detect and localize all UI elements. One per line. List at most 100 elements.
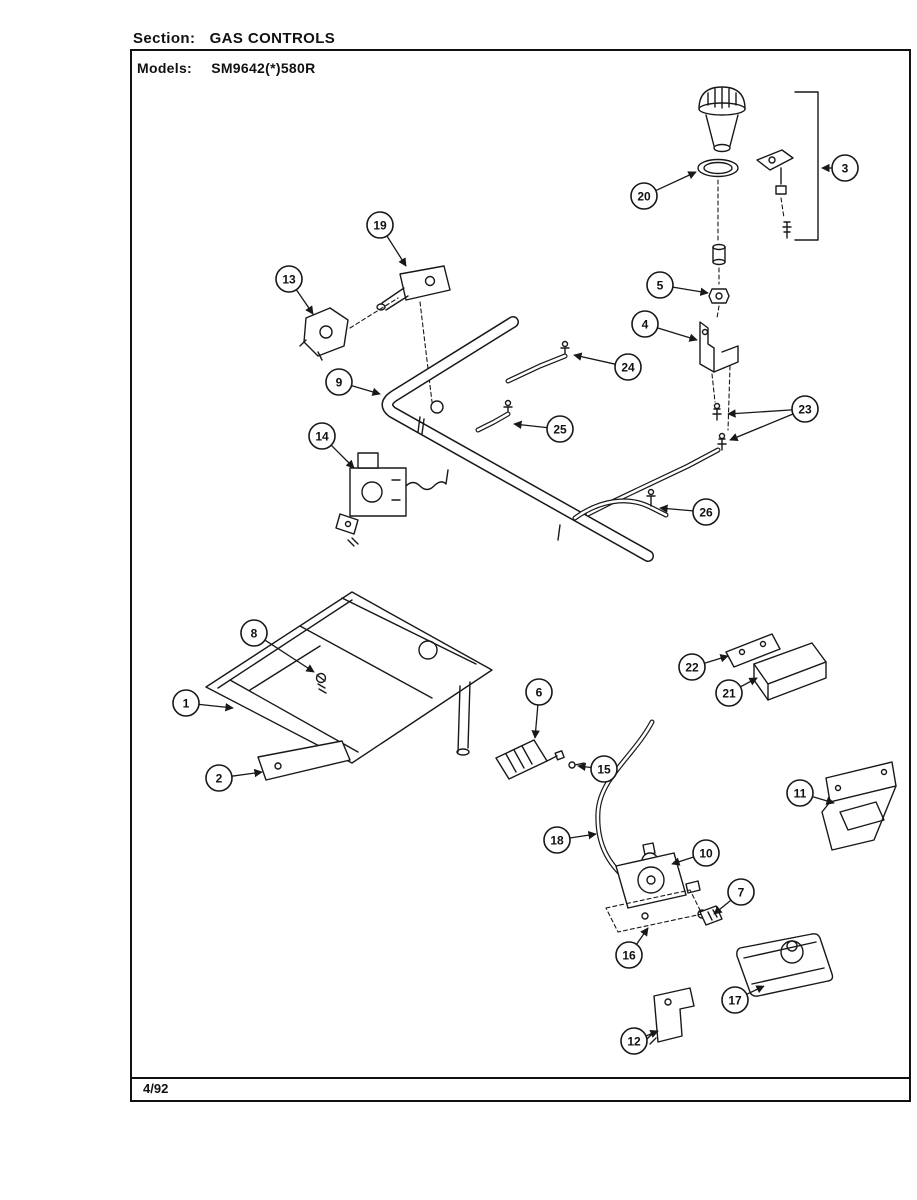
callout-number-7: 7 [738, 886, 745, 900]
callout-number-4: 4 [642, 318, 649, 332]
callout-number-14: 14 [315, 430, 329, 444]
part-box-screw [315, 672, 327, 694]
callout-circle-4 [631, 310, 659, 338]
callout-circle-11 [786, 779, 814, 807]
part-clip-bracket [725, 633, 781, 668]
callout-10: 10 [692, 839, 720, 867]
callout-leader-9 [351, 385, 381, 396]
callout-circle-9 [325, 368, 353, 396]
part-thermostat [335, 452, 449, 547]
callout-leader-6 [531, 704, 540, 739]
part-igniter-screw [568, 761, 585, 769]
callout-number-22: 22 [685, 661, 699, 675]
callout-24: 24 [614, 353, 642, 381]
callout-leader-5 [672, 286, 709, 296]
callout-8: 8 [240, 619, 268, 647]
callout-circle-7 [727, 878, 755, 906]
callout-leader-23 [727, 409, 793, 418]
callout-2: 2 [205, 764, 233, 792]
callout-number-9: 9 [336, 376, 343, 390]
part-gas-tube-lower [572, 488, 669, 521]
callout-number-10: 10 [699, 847, 713, 861]
part-burner-assembly [697, 86, 819, 244]
callout-circle-17 [721, 986, 749, 1014]
callout-12: 12 [620, 1027, 648, 1055]
callout-7: 7 [727, 878, 755, 906]
callout-11: 11 [786, 779, 814, 807]
callout-leader-1 [198, 702, 234, 712]
callout-circle-16 [615, 941, 643, 969]
callout-circle-12 [620, 1027, 648, 1055]
callout-number-16: 16 [622, 949, 636, 963]
callout-circle-10 [692, 839, 720, 867]
diagram-frame [130, 49, 911, 1102]
callout-number-21: 21 [722, 687, 736, 701]
models-header: Models: SM9642(*)580R [137, 60, 316, 76]
part-burner-box [205, 591, 493, 781]
callout-21: 21 [715, 679, 743, 707]
callout-number-11: 11 [794, 787, 807, 801]
section-label: Section: [133, 30, 196, 47]
callout-leader-10 [671, 856, 694, 866]
callout-16: 16 [615, 941, 643, 969]
callout-number-15: 15 [597, 763, 611, 777]
callout-leader-2 [231, 768, 263, 778]
callout-circle-25 [546, 415, 574, 443]
callout-number-1: 1 [183, 697, 190, 711]
callout-leader-21 [740, 677, 758, 688]
callout-number-24: 24 [621, 361, 635, 375]
callout-number-25: 25 [553, 423, 567, 437]
part-valve-bracket-lower [645, 987, 695, 1045]
callout-circle-21 [715, 679, 743, 707]
part-igniter [495, 739, 565, 780]
callout-leader-12 [645, 1030, 659, 1038]
callout-number-2: 2 [216, 772, 223, 786]
part-spacer-box [753, 642, 827, 701]
callout-circle-19 [366, 211, 394, 239]
models-value: SM9642(*)580R [211, 60, 316, 76]
callout-leader-19 [386, 235, 407, 267]
callout-leader-25 [513, 420, 548, 430]
part-regulator-tube [595, 719, 655, 887]
callout-circle-3 [831, 154, 859, 182]
callout-18: 18 [543, 826, 571, 854]
callout-number-5: 5 [657, 279, 664, 293]
callout-1: 1 [172, 689, 200, 717]
callout-circle-23 [791, 395, 819, 423]
callout-number-19: 19 [373, 219, 387, 233]
section-value: GAS CONTROLS [209, 30, 336, 47]
diagram-art [205, 86, 897, 1045]
callout-number-26: 26 [699, 506, 713, 520]
callout-number-8: 8 [251, 627, 258, 641]
callout-circle-8 [240, 619, 268, 647]
callout-5: 5 [646, 271, 674, 299]
part-gas-tube-long [585, 447, 721, 517]
callout-20: 20 [630, 182, 658, 210]
callout-leader-18 [569, 830, 597, 840]
callout-circle-24 [614, 353, 642, 381]
part-valve-bracket [299, 297, 399, 361]
part-gas-valve [736, 933, 834, 997]
callout-leader-8 [264, 639, 315, 673]
callout-number-3: 3 [842, 162, 849, 176]
callout-circle-14 [308, 422, 336, 450]
callout-leader-11 [812, 796, 835, 805]
callout-circle-2 [205, 764, 233, 792]
callout-leader-7 [713, 899, 732, 915]
callout-leader-15 [577, 762, 592, 772]
callout-circle-26 [692, 498, 720, 526]
callout-circle-18 [543, 826, 571, 854]
callout-layer: 1234567891011121314151617181920212223242… [172, 154, 859, 1055]
part-manifold-pipe [381, 316, 654, 562]
callout-25: 25 [546, 415, 574, 443]
models-label: Models: [137, 60, 192, 76]
callout-leader-20 [655, 171, 697, 192]
callout-13: 13 [275, 265, 303, 293]
callout-leader-16 [635, 927, 649, 945]
callout-26: 26 [692, 498, 720, 526]
callout-circle-20 [630, 182, 658, 210]
callout-leader-13 [295, 289, 314, 315]
part-orifice-fittings [712, 402, 727, 451]
